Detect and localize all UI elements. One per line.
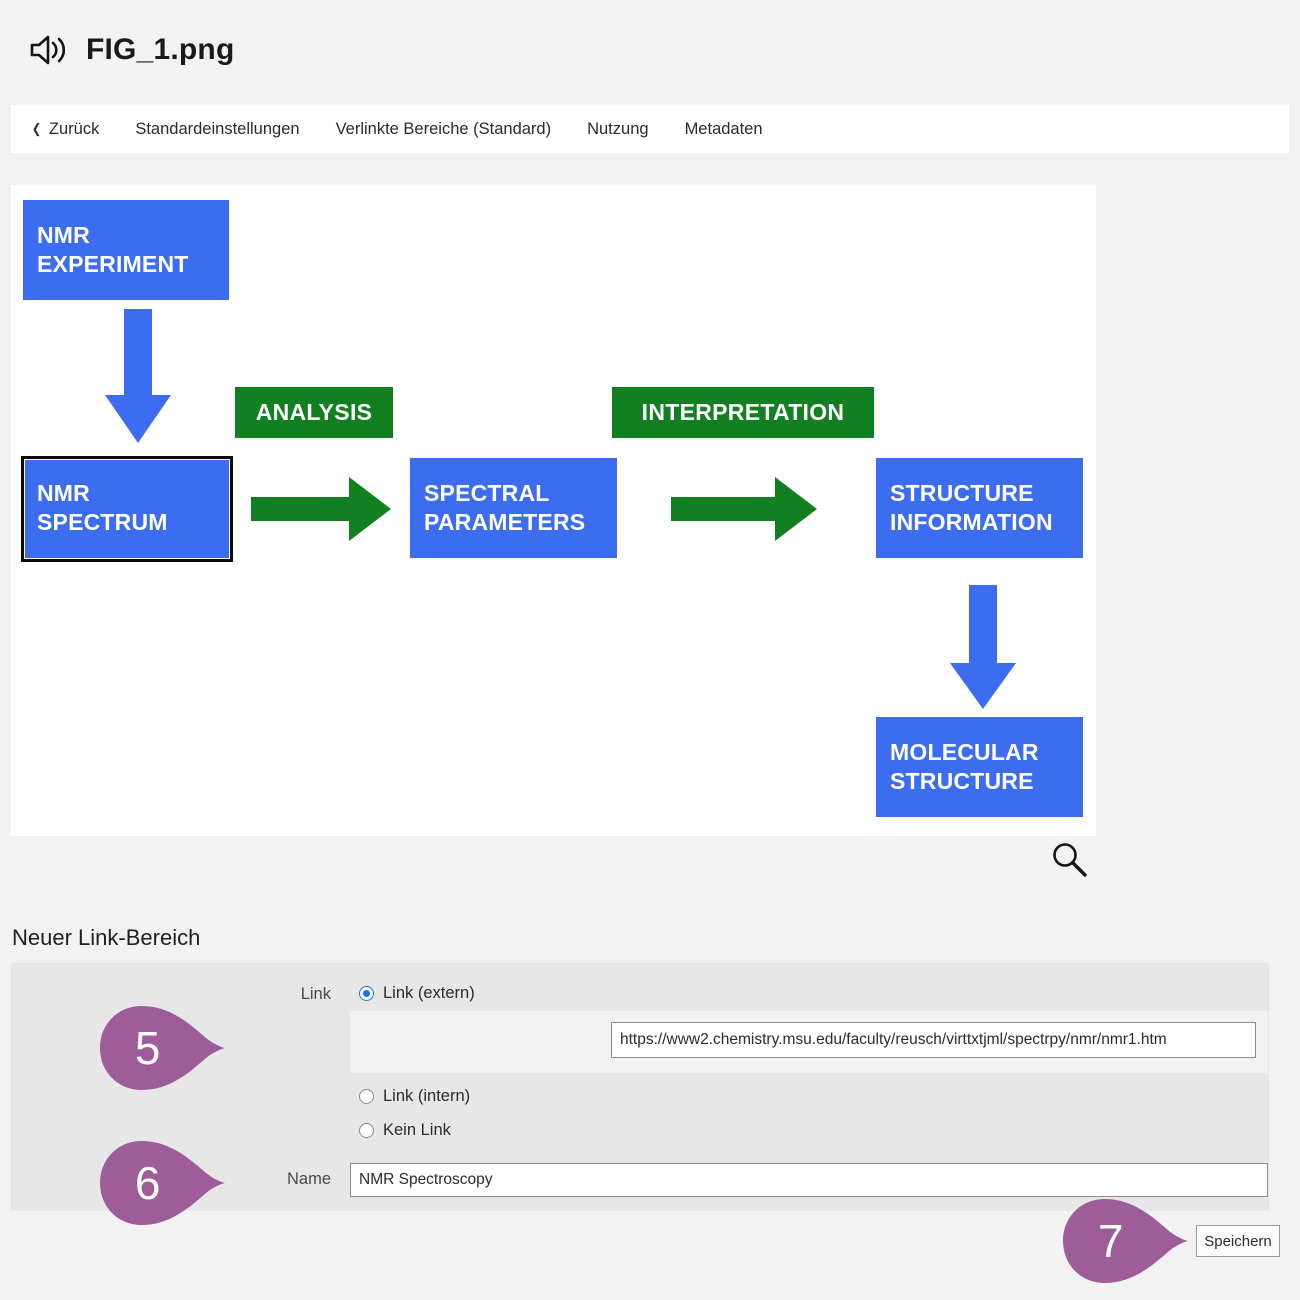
radio-kein-link[interactable]: Kein Link (359, 1121, 451, 1140)
navigation-bar: ❮ Zurück Standardeinstellungen Verlinkte… (11, 105, 1289, 153)
diagram-box-nmr-experiment[interactable]: NMR EXPERIMENT (23, 200, 229, 300)
tab-standardeinstellungen[interactable]: Standardeinstellungen (135, 119, 300, 138)
diagram-box-structure-information[interactable]: STRUCTURE INFORMATION (876, 458, 1083, 558)
name-field-label: Name (286, 1170, 331, 1188)
arrow-right-spectrum-to-parameters (251, 475, 393, 543)
radio-label: Link (intern) (383, 1087, 471, 1105)
radio-label: Link (extern) (383, 984, 475, 1002)
box-line: NMR (37, 222, 90, 249)
url-subpanel: https://www2.chemistry.msu.edu/faculty/r… (350, 1011, 1268, 1073)
diagram-box-molecular-structure[interactable]: MOLECULAR STRUCTURE (876, 717, 1083, 817)
page-title: FIG_1.png (86, 33, 235, 66)
selection-rectangle[interactable] (21, 456, 233, 562)
box-line: INFORMATION (890, 509, 1053, 535)
step-marker-7: 7 (1062, 1198, 1190, 1284)
arrow-down-experiment-to-spectrum (103, 309, 173, 445)
radio-label: Kein Link (383, 1121, 451, 1139)
box-line: INTERPRETATION (641, 398, 845, 425)
step-marker-number: 6 (134, 1157, 161, 1209)
box-line: MOLECULAR (890, 739, 1039, 766)
box-line: STRUCTURE (890, 768, 1034, 794)
chevron-left-icon: ❮ (31, 121, 42, 136)
radio-button-indicator[interactable] (359, 1089, 374, 1104)
radio-button-indicator[interactable] (359, 1123, 374, 1138)
page-header: FIG_1.png (0, 0, 1300, 100)
new-link-area-form: Link Link (extern) https://www2.chemistr… (11, 963, 1269, 1211)
box-line: NMR (37, 480, 90, 507)
diagram-box-nmr-spectrum[interactable]: NMR SPECTRUM (23, 458, 229, 558)
step-marker-5: 5 (99, 1005, 227, 1091)
diagram-box-analysis[interactable]: ANALYSIS (235, 387, 393, 438)
image-preview-panel[interactable]: NMR EXPERIMENT NMR SPECTRUM ANALYSIS SPE… (11, 185, 1096, 836)
name-input[interactable]: NMR Spectroscopy (350, 1163, 1268, 1197)
box-line: PARAMETERS (424, 509, 586, 535)
tab-verlinkte-bereiche[interactable]: Verlinkte Bereiche (Standard) (335, 119, 552, 138)
step-marker-6: 6 (99, 1140, 227, 1226)
radio-link-intern[interactable]: Link (intern) (359, 1087, 470, 1106)
diagram-box-interpretation[interactable]: INTERPRETATION (612, 387, 874, 438)
box-line: ANALYSIS (255, 398, 373, 425)
radio-link-extern[interactable]: Link (extern) (359, 984, 475, 1003)
tab-nutzung[interactable]: Nutzung (587, 119, 649, 138)
nav-back-label: Zurück (48, 119, 100, 138)
step-marker-number: 5 (134, 1022, 161, 1074)
nav-back-button[interactable]: ❮ Zurück (31, 119, 100, 139)
tab-metadaten[interactable]: Metadaten (684, 119, 763, 138)
diagram-box-spectral-parameters[interactable]: SPECTRAL PARAMETERS (410, 458, 617, 558)
box-line: SPECTRAL (424, 480, 550, 507)
box-line: STRUCTURE (890, 480, 1034, 507)
step-marker-number: 7 (1097, 1215, 1124, 1267)
arrow-down-structure-to-molecular (948, 585, 1018, 711)
radio-button-indicator[interactable] (359, 986, 374, 1001)
box-line: EXPERIMENT (37, 251, 189, 277)
save-button[interactable]: Speichern (1196, 1225, 1280, 1257)
section-heading: Neuer Link-Bereich (12, 925, 201, 950)
link-field-label: Link (300, 985, 331, 1003)
magnifier-icon[interactable] (1048, 840, 1092, 884)
url-input[interactable]: https://www2.chemistry.msu.edu/faculty/r… (611, 1022, 1256, 1058)
arrow-right-parameters-to-structure (671, 475, 819, 543)
box-line: SPECTRUM (37, 509, 168, 535)
speaker-icon (26, 30, 72, 70)
